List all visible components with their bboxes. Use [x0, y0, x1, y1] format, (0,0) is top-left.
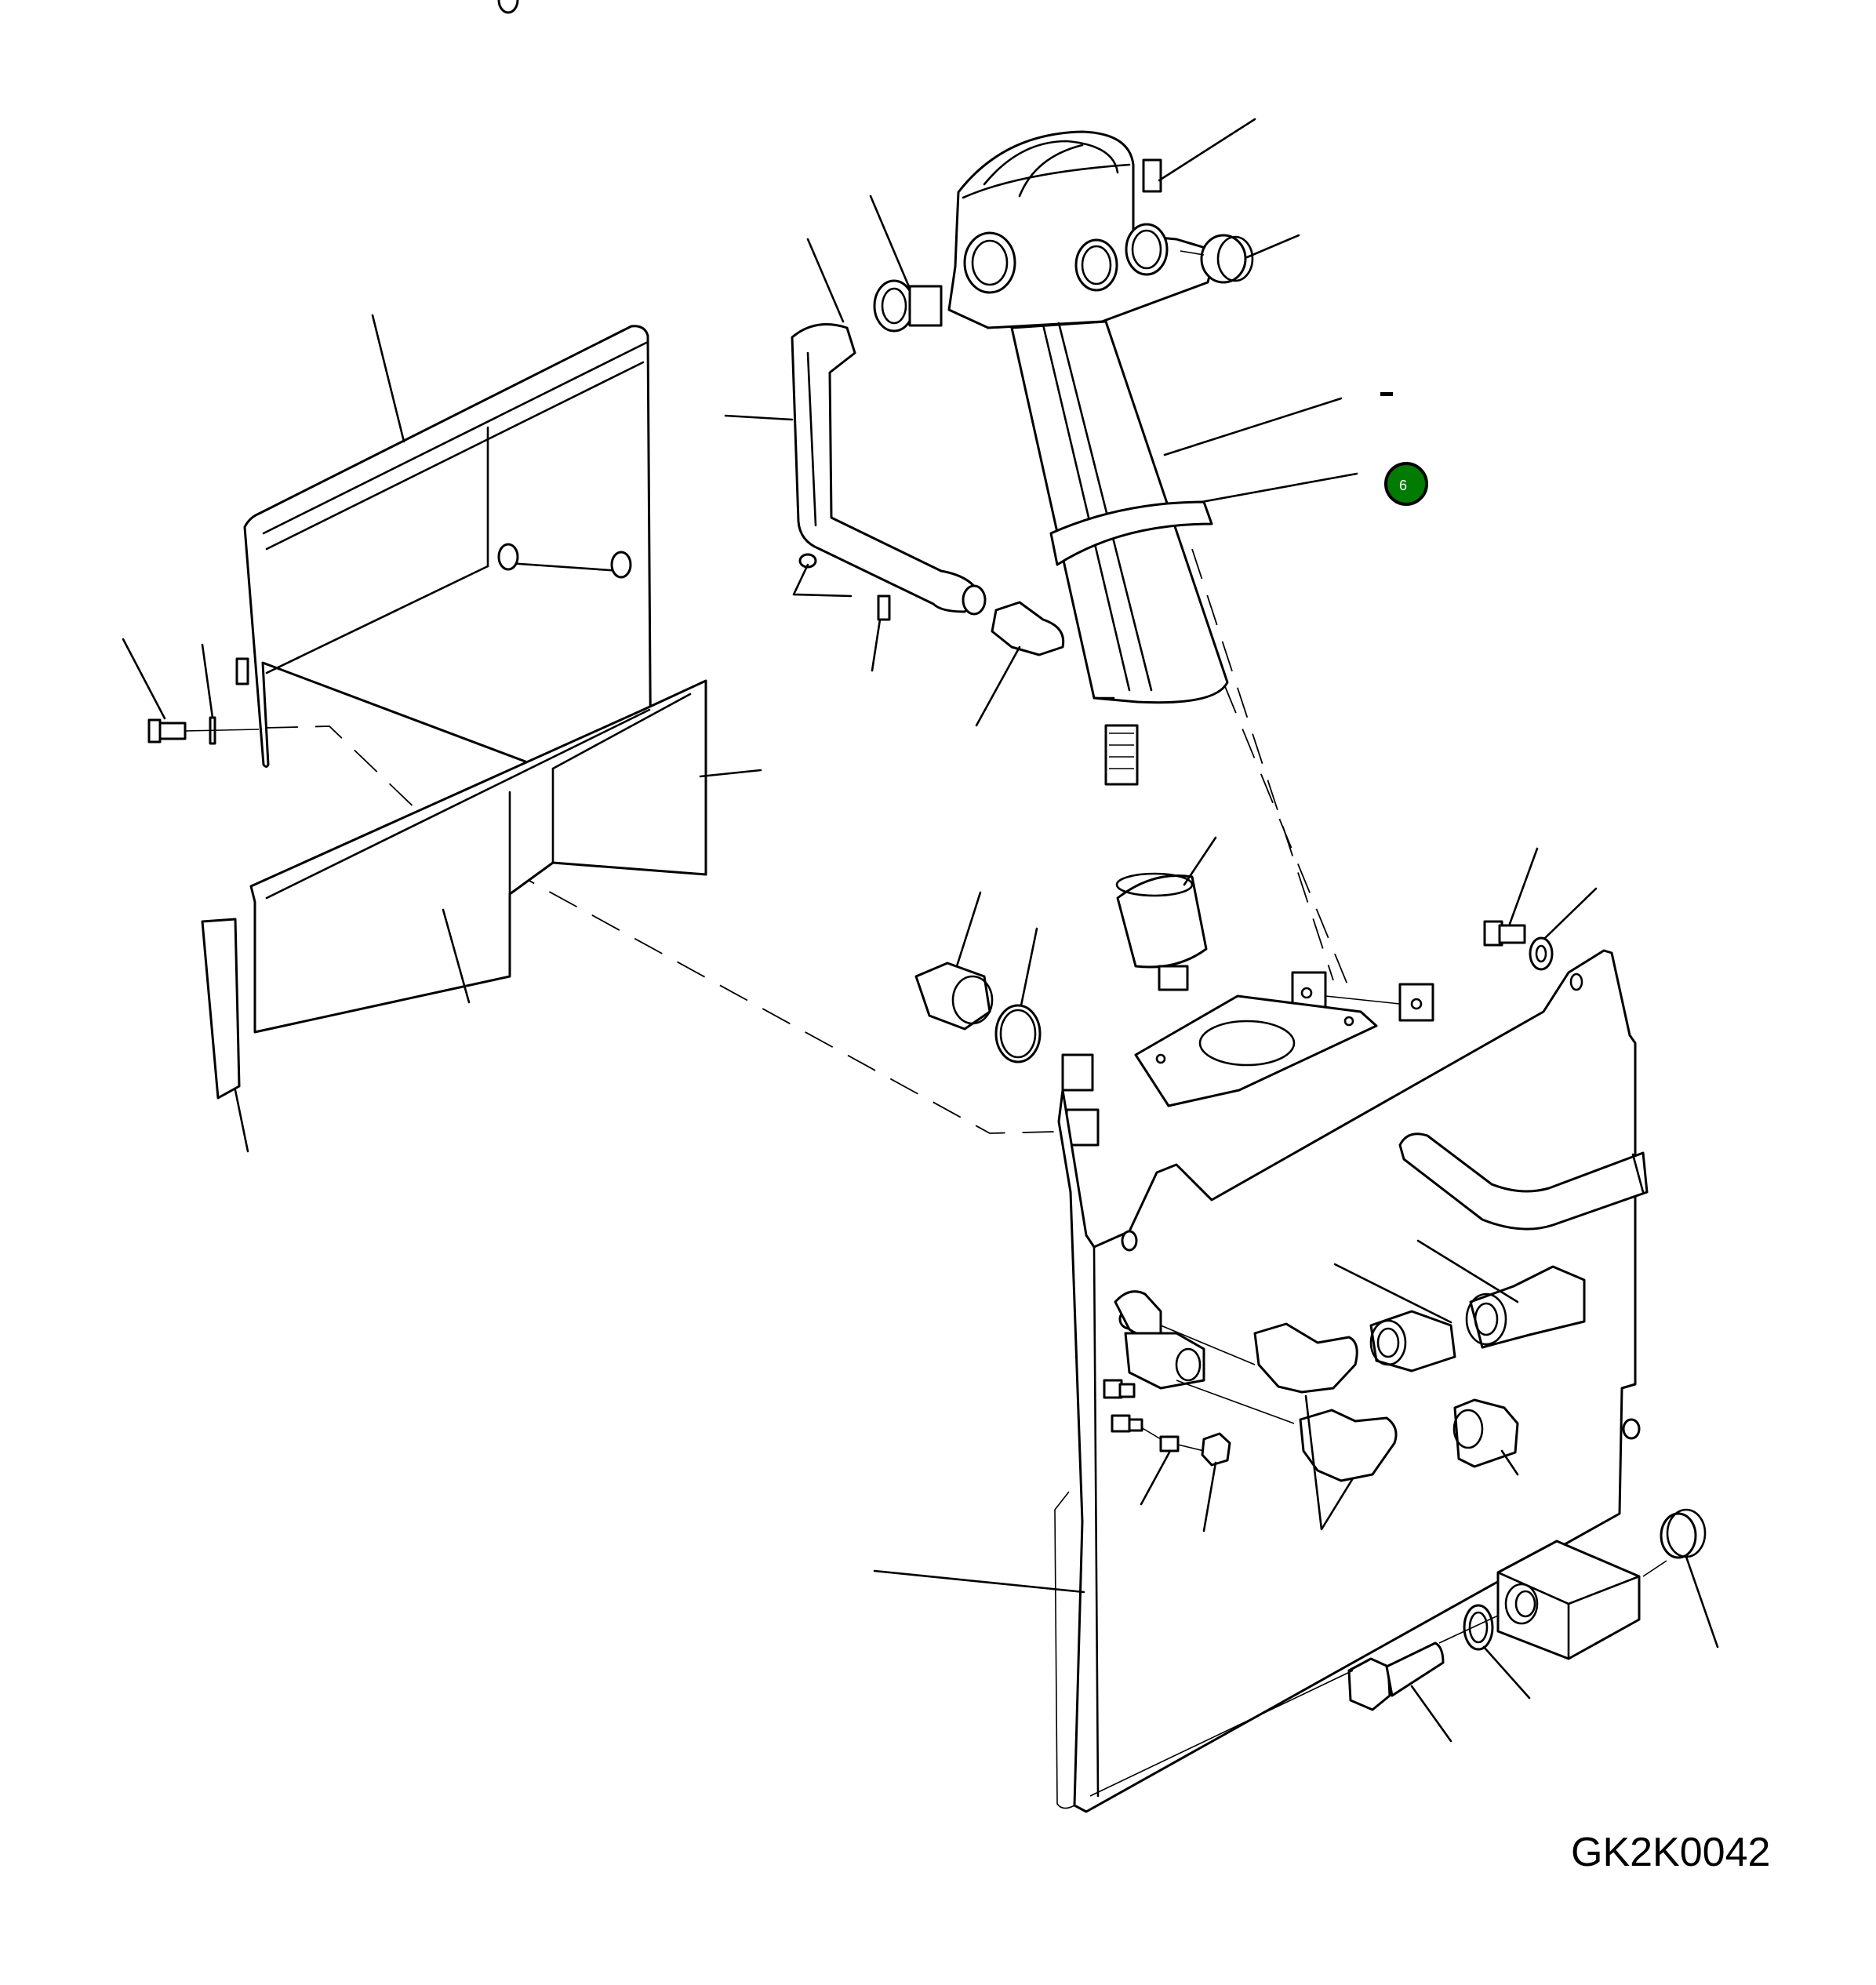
filter-band-clamp [1049, 472, 1358, 566]
flange-plate [1134, 994, 1378, 1107]
union-fittings [1333, 1239, 1586, 1372]
elbow-swivel-fittings [1114, 1290, 1519, 1531]
callout-6[interactable]: 6 [1384, 462, 1428, 506]
banjo-bolt [1089, 1615, 1499, 1797]
mounting-plate [873, 949, 1641, 1813]
adapter-fitting [869, 195, 943, 333]
plug-with-o-ring [914, 891, 994, 1031]
breather-cap [1115, 836, 1217, 991]
tube-assembly [724, 238, 987, 672]
lower-cover-panel [249, 679, 762, 1034]
elbow-fitting [975, 601, 1065, 727]
washer-left [184, 643, 260, 745]
drawing-code: GK2K0042 [1571, 1830, 1771, 1875]
callout-6-label: 6 [1398, 477, 1407, 493]
dash-marker [1380, 392, 1393, 396]
filter-head-with-cap [947, 118, 1256, 329]
sealing-washer [1463, 1604, 1531, 1700]
hose-elbow [1398, 1132, 1649, 1231]
grease-fittings [1103, 1379, 1231, 1532]
block-plug [1642, 1508, 1719, 1649]
bolt-left [122, 638, 187, 743]
plug-right [1180, 234, 1300, 284]
o-ring [994, 927, 1042, 1063]
side-cover-plate [201, 918, 249, 1153]
upper-cover-panel [235, 0, 653, 806]
valve-block [1496, 1540, 1641, 1660]
bolt-top-right [1483, 847, 1539, 947]
washer-top-right [1529, 887, 1598, 971]
